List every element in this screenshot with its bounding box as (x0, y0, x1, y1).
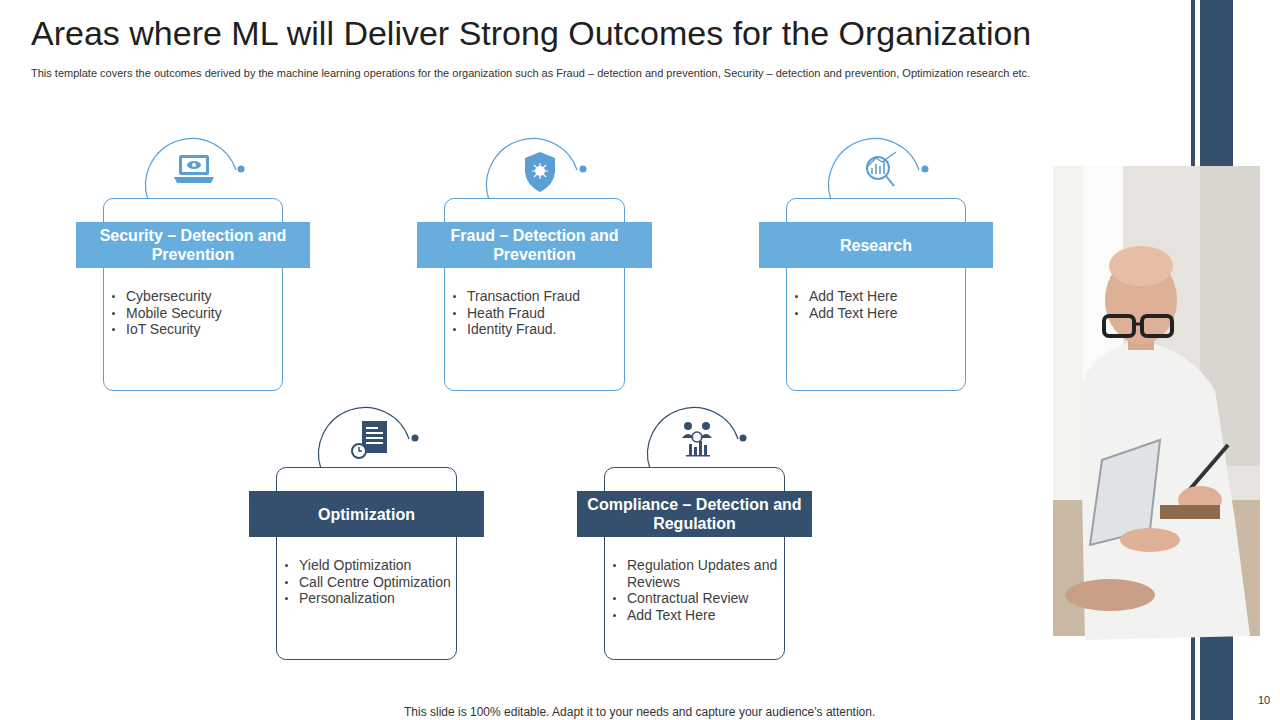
icon-arcs (146, 139, 919, 200)
bullet-text: Mobile Security (126, 305, 222, 321)
bullet-text: IoT Security (126, 321, 200, 337)
people-chart-icon (682, 422, 712, 457)
card-heading: Security – Detection and Prevention (86, 226, 300, 264)
slide-title: Areas where ML will Deliver Strong Outco… (31, 14, 1031, 53)
outcome-card: ResearchAdd Text HereAdd Text Here (786, 198, 966, 391)
bullet-item: Yield Optimization (277, 557, 456, 574)
bullet-item: Add Text Here (787, 305, 965, 322)
page-number: 10 (1258, 694, 1270, 706)
bullet-item: Regulation Updates and Reviews (605, 557, 784, 590)
bullet-list: Yield OptimizationCall Centre Optimizati… (277, 557, 456, 607)
header-band: Compliance – Detection and Regulation (577, 491, 812, 537)
bullet-item: Contractual Review (605, 590, 784, 607)
bullet-dot (285, 581, 288, 584)
bullet-item: IoT Security (104, 321, 282, 338)
bullet-dot (613, 597, 616, 600)
outcome-card: Security – Detection and PreventionCyber… (103, 198, 283, 391)
bullet-text: Regulation Updates and Reviews (627, 557, 777, 590)
bullet-item: Transaction Fraud (445, 288, 624, 305)
outcome-card: Compliance – Detection and RegulationReg… (604, 467, 785, 660)
bullet-item: Identity Fraud. (445, 321, 624, 338)
card-heading: Optimization (318, 505, 415, 524)
bullet-list: Add Text HereAdd Text Here (787, 288, 965, 321)
bullet-text: Call Centre Optimization (299, 574, 451, 590)
bullet-item: Personalization (277, 590, 456, 607)
outcome-card: Fraud – Detection and PreventionTransact… (444, 198, 625, 391)
subtitle: This template covers the outcomes derive… (31, 67, 1030, 79)
header-band: Security – Detection and Prevention (76, 222, 310, 268)
bullet-item: Heath Fraud (445, 305, 624, 322)
bullet-text: Add Text Here (627, 607, 715, 623)
bullet-dot (453, 312, 456, 315)
header-band: Fraud – Detection and Prevention (417, 222, 652, 268)
bullet-text: Personalization (299, 590, 395, 606)
card-heading: Fraud – Detection and Prevention (427, 226, 642, 264)
research-icon (867, 152, 896, 186)
bullet-item: Add Text Here (787, 288, 965, 305)
bullet-dot (453, 295, 456, 298)
laptop-icon (174, 155, 214, 183)
bullet-dot (795, 295, 798, 298)
header-band: Research (759, 222, 993, 268)
document-icon (352, 421, 387, 458)
bullet-list: CybersecurityMobile SecurityIoT Security (104, 288, 282, 338)
bullet-text: Add Text Here (809, 305, 897, 321)
bullet-text: Heath Fraud (467, 305, 545, 321)
bullet-text: Cybersecurity (126, 288, 212, 304)
bullet-dot (112, 328, 115, 331)
icon-arcs-dark (319, 408, 738, 469)
bullet-item: Add Text Here (605, 607, 784, 624)
bullet-dot (795, 312, 798, 315)
bullet-item: Cybersecurity (104, 288, 282, 305)
bullet-item: Call Centre Optimization (277, 574, 456, 591)
bullet-text: Add Text Here (809, 288, 897, 304)
shield-icon (525, 152, 555, 192)
card-heading: Compliance – Detection and Regulation (587, 495, 802, 533)
bullet-text: Transaction Fraud (467, 288, 580, 304)
bullet-item: Mobile Security (104, 305, 282, 322)
bullet-dot (613, 564, 616, 567)
bullet-text: Identity Fraud. (467, 321, 557, 337)
bullet-dot (285, 597, 288, 600)
bullet-dot (285, 564, 288, 567)
bullet-list: Transaction FraudHeath FraudIdentity Fra… (445, 288, 624, 338)
footer-note: This slide is 100% editable. Adapt it to… (404, 705, 875, 719)
bullet-dot (453, 328, 456, 331)
card-heading: Research (840, 236, 912, 255)
header-band: Optimization (249, 491, 484, 537)
bullet-list: Regulation Updates and ReviewsContractua… (605, 557, 784, 623)
bullet-text: Yield Optimization (299, 557, 411, 573)
photo (1053, 166, 1260, 640)
bullet-dot (613, 614, 616, 617)
bullet-text: Contractual Review (627, 590, 748, 606)
outcome-card: OptimizationYield OptimizationCall Centr… (276, 467, 457, 660)
bullet-dot (112, 295, 115, 298)
bullet-dot (112, 312, 115, 315)
